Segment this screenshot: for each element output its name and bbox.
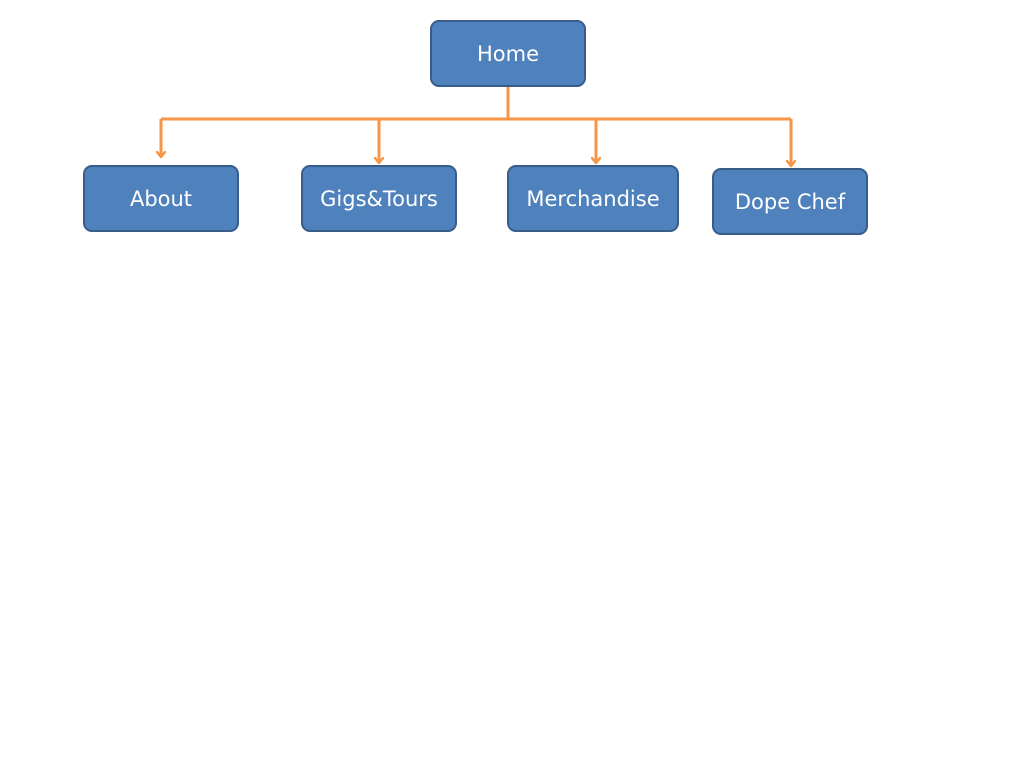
node-about-label: About <box>129 186 193 211</box>
node-about: About <box>83 165 239 232</box>
node-gigs-tours-label: Gigs&Tours <box>320 186 438 211</box>
node-home: Home <box>430 20 586 87</box>
node-merchandise-label: Merchandise <box>526 186 660 211</box>
node-home-label: Home <box>476 41 539 66</box>
node-dope-chef: Dope Chef <box>712 168 868 235</box>
node-merchandise: Merchandise <box>507 165 679 232</box>
node-dope-chef-label: Dope Chef <box>734 189 846 214</box>
node-gigs-tours: Gigs&Tours <box>301 165 457 232</box>
